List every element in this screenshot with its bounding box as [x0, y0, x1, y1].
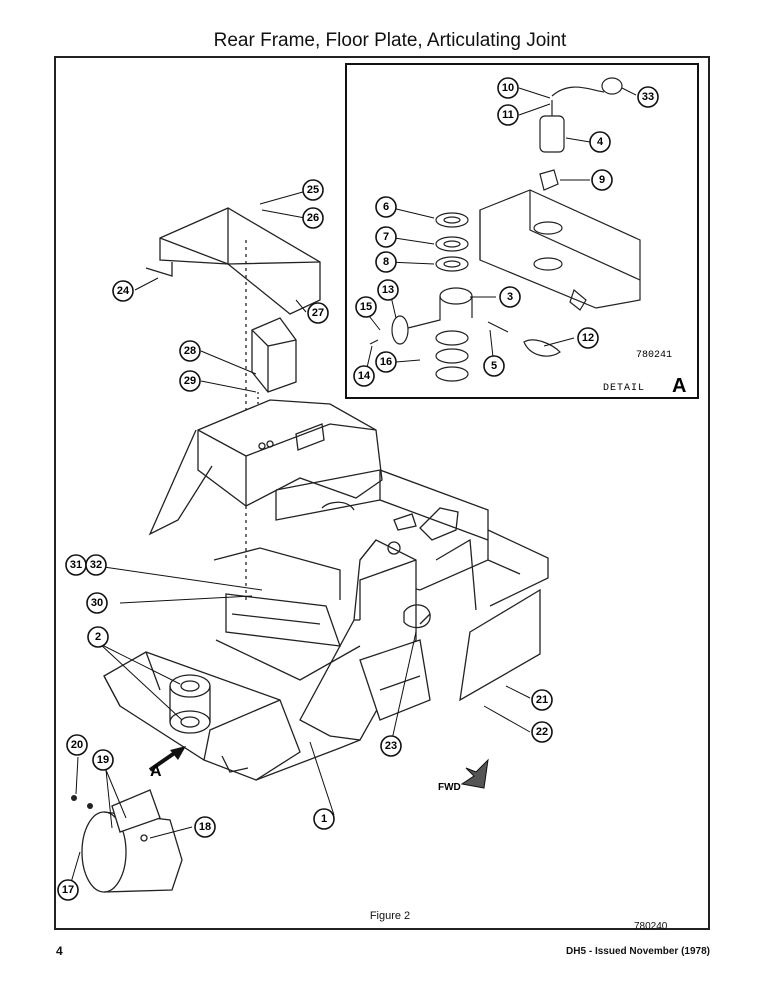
detail-a-box — [345, 63, 699, 399]
svg-text:2: 2 — [95, 631, 101, 643]
svg-text:16: 16 — [380, 356, 392, 368]
figure-frame — [54, 56, 710, 930]
svg-text:17: 17 — [62, 884, 74, 896]
svg-text:24: 24 — [117, 285, 130, 297]
callout-32: 32 — [85, 554, 107, 576]
svg-text:29: 29 — [184, 375, 196, 387]
callout-33: 33 — [637, 86, 659, 108]
callout-23: 23 — [380, 735, 402, 757]
view-arrow-a — [148, 746, 186, 772]
svg-text:32: 32 — [90, 559, 102, 571]
page-number: 4 — [56, 944, 63, 958]
detail-label-word: DETAIL — [603, 383, 645, 394]
svg-text:6: 6 — [383, 201, 389, 213]
callout-28: 28 — [179, 340, 201, 362]
callout-31: 31 — [65, 554, 87, 576]
svg-text:12: 12 — [582, 332, 594, 344]
callout-29: 29 — [179, 370, 201, 392]
callout-21: 21 — [531, 689, 553, 711]
svg-text:4: 4 — [597, 136, 604, 148]
callout-8: 8 — [375, 251, 397, 273]
callout-1: 1 — [313, 808, 335, 830]
svg-text:22: 22 — [536, 726, 548, 738]
svg-text:31: 31 — [70, 559, 82, 571]
svg-text:20: 20 — [71, 739, 83, 751]
callout-15: 15 — [355, 296, 377, 318]
svg-text:3: 3 — [507, 291, 513, 303]
svg-text:27: 27 — [312, 307, 324, 319]
callout-9: 9 — [591, 169, 613, 191]
svg-text:13: 13 — [382, 284, 394, 296]
svg-text:15: 15 — [360, 301, 372, 313]
callout-2: 2 — [87, 626, 109, 648]
callout-25: 25 — [302, 179, 324, 201]
figure-ref-number: 780240 — [634, 921, 668, 932]
svg-text:33: 33 — [642, 91, 654, 103]
callout-27: 27 — [307, 302, 329, 324]
rear-frame-drawing — [103, 207, 549, 781]
svg-text:7: 7 — [383, 231, 389, 243]
svg-text:30: 30 — [91, 597, 103, 609]
svg-text:5: 5 — [491, 360, 497, 372]
detail-ref-number: 780241 — [636, 350, 672, 361]
callout-24: 24 — [112, 280, 134, 302]
callout-5: 5 — [483, 355, 505, 377]
callout-17: 17 — [57, 879, 79, 901]
callout-7: 7 — [375, 226, 397, 248]
callout-20: 20 — [66, 734, 88, 756]
svg-text:21: 21 — [536, 694, 548, 706]
detail-label-letter: A — [672, 375, 686, 397]
svg-text:1: 1 — [321, 813, 327, 825]
callout-6: 6 — [375, 196, 397, 218]
callout-30: 30 — [86, 592, 108, 614]
callout-14: 14 — [353, 365, 375, 387]
svg-text:18: 18 — [199, 821, 211, 833]
svg-text:19: 19 — [97, 754, 109, 766]
view-a-letter: A — [150, 763, 162, 780]
callout-11: 11 — [497, 104, 519, 126]
svg-text:25: 25 — [307, 184, 319, 196]
callout-16: 16 — [375, 351, 397, 373]
svg-text:26: 26 — [307, 212, 319, 224]
callout-13: 13 — [377, 279, 399, 301]
leader-lines — [69, 87, 637, 887]
svg-text:10: 10 — [502, 82, 514, 94]
callout-12: 12 — [577, 327, 599, 349]
callout-18: 18 — [194, 816, 216, 838]
svg-text:28: 28 — [184, 345, 196, 357]
svg-text:14: 14 — [358, 370, 371, 382]
fwd-arrow — [460, 758, 489, 789]
callout-3: 3 — [499, 286, 521, 308]
figure-caption: Figure 2 — [369, 910, 411, 922]
callout-26: 26 — [302, 207, 324, 229]
fwd-label: FWD — [438, 782, 461, 793]
doc-issue-info: DH5 - Issued November (1978) — [566, 946, 710, 957]
page-title: Rear Frame, Floor Plate, Articulating Jo… — [213, 30, 567, 51]
svg-text:23: 23 — [385, 740, 397, 752]
detail-a-drawing — [369, 77, 641, 382]
callout-10: 10 — [497, 77, 519, 99]
tank-cylinder-17 — [81, 789, 183, 893]
svg-text:9: 9 — [599, 174, 605, 186]
callout-19: 19 — [92, 749, 114, 771]
svg-text:8: 8 — [383, 256, 389, 268]
svg-text:11: 11 — [502, 109, 514, 121]
callout-4: 4 — [589, 131, 611, 153]
callout-22: 22 — [531, 721, 553, 743]
